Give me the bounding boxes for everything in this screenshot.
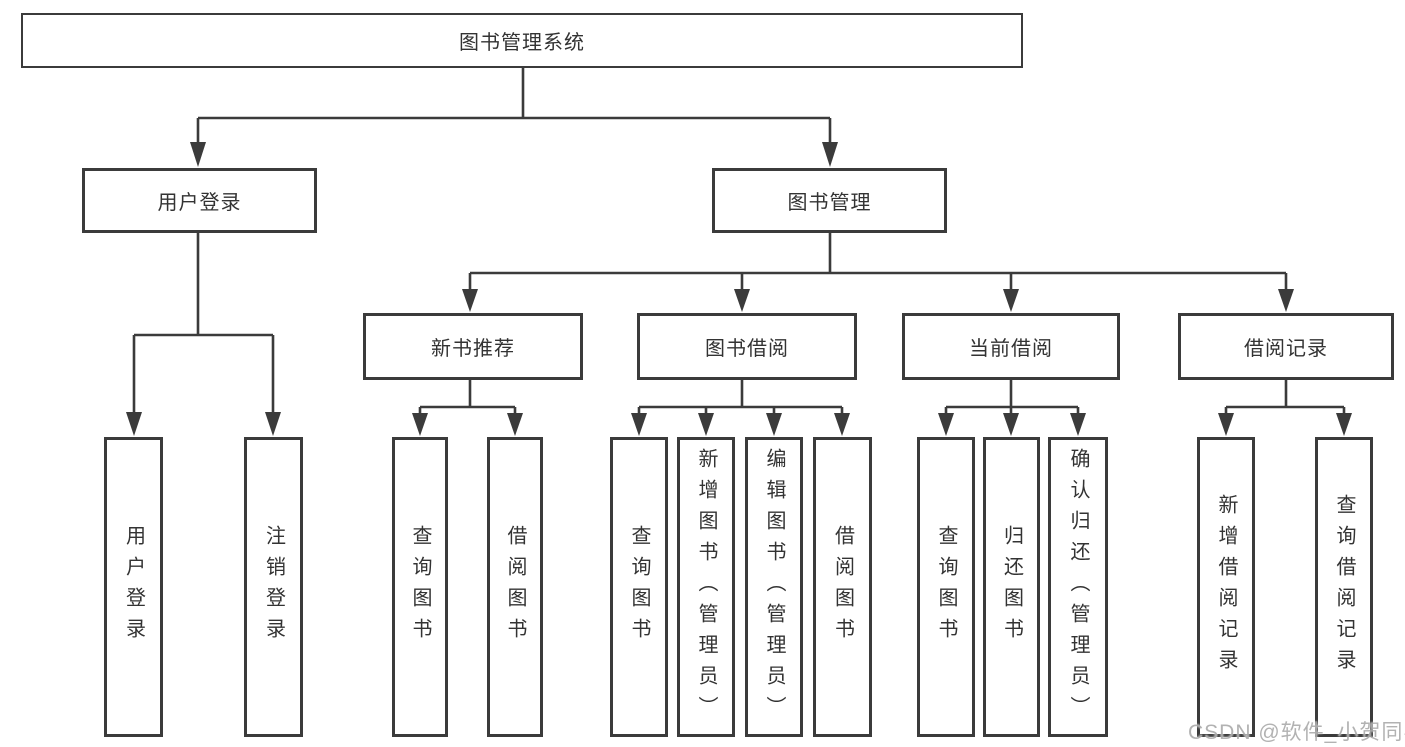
node-label: 新书推荐 bbox=[431, 338, 515, 360]
arrowhead bbox=[1003, 289, 1019, 312]
node-label: 借阅记录 bbox=[1244, 338, 1328, 360]
leaf-label: 借阅图书 bbox=[504, 525, 526, 649]
leaf-label: 编辑图书（管理员） bbox=[763, 447, 785, 727]
leaf-label: 查询图书 bbox=[409, 525, 431, 649]
arrowhead bbox=[265, 412, 281, 436]
leaf-label: 查询借阅记录 bbox=[1333, 494, 1355, 680]
arrowhead bbox=[507, 413, 523, 436]
node-label: 图书管理 bbox=[787, 192, 872, 214]
leaf-logout: 注销登录 bbox=[244, 437, 303, 737]
arrowhead bbox=[412, 413, 428, 436]
node-user-login-module: 用户登录 bbox=[82, 168, 317, 233]
leaf-return-book: 归还图书 bbox=[983, 437, 1040, 737]
leaf-borrow-books: 借阅图书 bbox=[813, 437, 872, 737]
arrowhead bbox=[126, 412, 142, 436]
leaf-query-books-current: 查询图书 bbox=[917, 437, 975, 737]
leaf-label: 查询图书 bbox=[935, 525, 957, 649]
leaf-add-borrow-record: 新增借阅记录 bbox=[1197, 437, 1255, 737]
node-label: 图书借阅 bbox=[705, 338, 789, 360]
arrowhead bbox=[1218, 413, 1234, 436]
leaf-edit-book-admin: 编辑图书（管理员） bbox=[745, 437, 803, 737]
node-label: 用户登录 bbox=[157, 192, 242, 214]
arrowhead bbox=[1070, 413, 1086, 436]
node-book-borrow: 图书借阅 bbox=[637, 313, 857, 380]
arrowhead bbox=[462, 289, 478, 312]
arrowhead bbox=[190, 142, 206, 167]
arrowhead bbox=[766, 413, 782, 436]
node-borrow-records: 借阅记录 bbox=[1178, 313, 1394, 380]
arrowhead bbox=[1336, 413, 1352, 436]
leaf-label: 确认归还（管理员） bbox=[1067, 447, 1089, 727]
leaf-query-borrow-record: 查询借阅记录 bbox=[1315, 437, 1373, 737]
arrowhead bbox=[938, 413, 954, 436]
node-label: 图书管理系统 bbox=[459, 32, 585, 54]
leaf-user-login: 用户登录 bbox=[104, 437, 163, 737]
arrowhead bbox=[1278, 289, 1294, 312]
arrowhead bbox=[822, 142, 838, 167]
leaf-label: 新增图书（管理员） bbox=[695, 447, 717, 727]
arrowhead bbox=[698, 413, 714, 436]
leaf-confirm-return-admin: 确认归还（管理员） bbox=[1048, 437, 1108, 737]
csdn-watermark: CSDN @软件_小贺同学 bbox=[1188, 721, 1405, 744]
arrowhead bbox=[1003, 413, 1019, 436]
leaf-label: 查询图书 bbox=[628, 525, 650, 649]
node-book-management-module: 图书管理 bbox=[712, 168, 947, 233]
node-current-borrow: 当前借阅 bbox=[902, 313, 1120, 380]
leaf-label: 用户登录 bbox=[122, 525, 145, 649]
leaf-add-book-admin: 新增图书（管理员） bbox=[677, 437, 735, 737]
arrowhead bbox=[631, 413, 647, 436]
leaf-query-books-borrow: 查询图书 bbox=[610, 437, 668, 737]
node-label: 当前借阅 bbox=[969, 338, 1053, 360]
leaf-label: 借阅图书 bbox=[831, 525, 854, 649]
leaf-label: 归还图书 bbox=[1000, 525, 1023, 649]
arrowhead bbox=[734, 289, 750, 312]
arrowhead bbox=[834, 413, 850, 436]
leaf-query-books-recommend: 查询图书 bbox=[392, 437, 448, 737]
leaf-borrow-books-recommend: 借阅图书 bbox=[487, 437, 543, 737]
node-new-book-recommend: 新书推荐 bbox=[363, 313, 583, 380]
leaf-label: 注销登录 bbox=[262, 525, 285, 649]
leaf-label: 新增借阅记录 bbox=[1215, 494, 1237, 680]
node-root-system: 图书管理系统 bbox=[21, 13, 1023, 68]
